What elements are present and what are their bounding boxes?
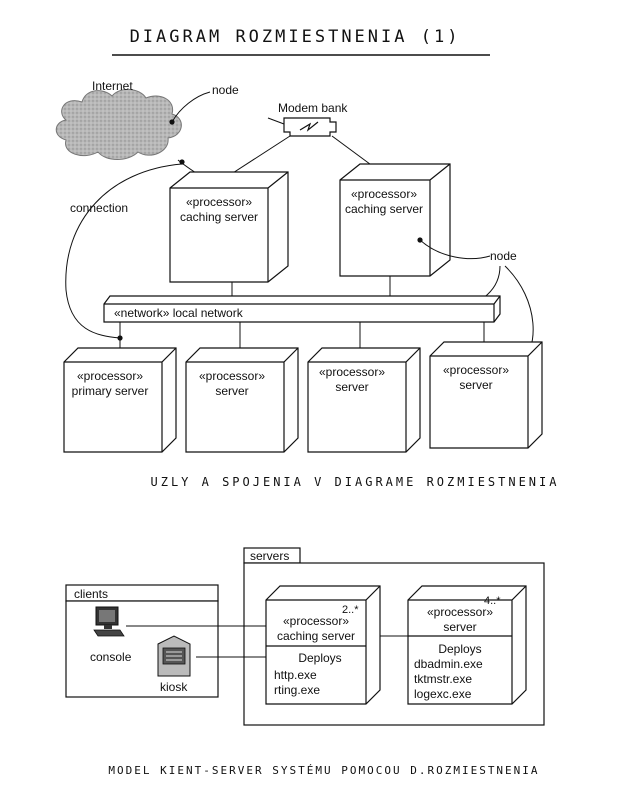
server-4-stereotype: «processor» xyxy=(443,363,509,377)
server-4-name: server xyxy=(459,378,492,392)
server-node-deploy-item: tktmstr.exe xyxy=(414,672,472,686)
internet-cloud-icon xyxy=(55,89,182,160)
kiosk-label: kiosk xyxy=(160,680,188,694)
server-node-name: server xyxy=(443,620,476,634)
server-1-stereotype: «processor» xyxy=(77,369,143,383)
caching-server-1-stereotype: «processor» xyxy=(186,195,252,209)
caching-server-deploy-node xyxy=(265,585,381,705)
caching-node-multiplicity: 2..* xyxy=(342,604,359,616)
caching-node-stereotype: «processor» xyxy=(283,614,349,628)
caching-node-name: caching server xyxy=(277,629,355,643)
server-node-3 xyxy=(307,347,421,453)
caching-server-node-2 xyxy=(339,163,451,277)
connection-callout-label: connection xyxy=(70,201,128,215)
local-network-label: «network» local network xyxy=(114,306,244,320)
clients-package-label: clients xyxy=(74,587,108,601)
node-callout-2-line-caching xyxy=(419,239,491,260)
server-2-name: server xyxy=(215,384,248,398)
server-2-stereotype: «processor» xyxy=(199,369,265,383)
server-1-name: primary server xyxy=(72,384,149,398)
server-node-deploy-item: dbadmin.exe xyxy=(414,657,483,671)
caching-node-deploys-title: Deploys xyxy=(298,651,341,665)
caching-server-2-name: caching server xyxy=(345,202,423,216)
node-callout-2-label: node xyxy=(490,249,517,263)
local-network-node xyxy=(103,295,501,323)
internet-label: Internet xyxy=(92,79,133,93)
node-callout-label: node xyxy=(212,83,239,97)
caption-top-diagram: UZLY A SPOJENIA V DIAGRAME ROZMIESTNENIA xyxy=(151,475,560,489)
node-callout-line xyxy=(171,91,211,123)
modem-bank-label: Modem bank xyxy=(278,101,348,115)
servers-package-label: servers xyxy=(250,549,289,563)
console-label: console xyxy=(90,650,132,664)
caching-node-deploy-item: http.exe xyxy=(274,668,317,682)
caching-node-deploy-item: rting.exe xyxy=(274,683,320,697)
caching-server-1-name: caching server xyxy=(180,210,258,224)
server-node-deploys-title: Deploys xyxy=(438,642,481,656)
modem-bank-icon xyxy=(283,117,337,137)
arrow-modem-up xyxy=(267,117,285,125)
kiosk-icon xyxy=(157,635,191,677)
server-node-deploy-item: logexc.exe xyxy=(414,687,472,701)
caching-server-2-stereotype: «processor» xyxy=(351,187,417,201)
page-title: DIAGRAM ROZMIESTNENIA (1) xyxy=(130,27,461,47)
console-computer-icon xyxy=(93,606,125,637)
server-node-4 xyxy=(429,341,543,449)
caption-bottom-diagram: MODEL KIENT-SERVER SYSTÉMU POMOCOU D.ROZ… xyxy=(108,764,539,777)
server-3-name: server xyxy=(335,380,368,394)
caching-server-node-1 xyxy=(169,171,289,283)
node-callout-dot xyxy=(169,119,175,125)
server-3-stereotype: «processor» xyxy=(319,365,385,379)
primary-server-node xyxy=(63,347,177,453)
server-node-2 xyxy=(185,347,299,453)
server-deploy-node xyxy=(407,585,527,705)
clients-package xyxy=(65,584,219,698)
server-node-multiplicity: 4..* xyxy=(484,595,501,607)
connection-callout-line xyxy=(65,163,183,339)
server-node-stereotype: «processor» xyxy=(427,605,493,619)
connection-dot-cloud xyxy=(179,159,185,165)
